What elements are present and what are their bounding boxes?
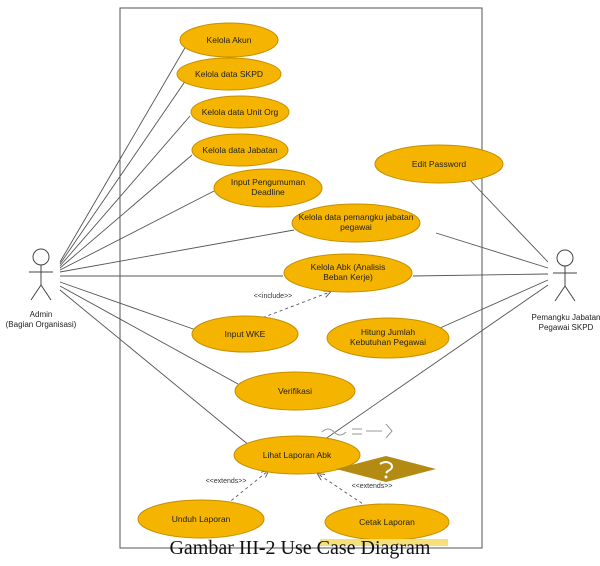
actor-pegawai <box>553 249 577 302</box>
svg-text:Kelola data Unit Org: Kelola data Unit Org <box>202 107 279 117</box>
svg-text:Cetak Laporan: Cetak Laporan <box>359 517 415 527</box>
svg-text:Deadline: Deadline <box>251 187 285 197</box>
use-case-edit-password: Edit Password <box>374 144 504 184</box>
svg-text:Kelola data SKPD: Kelola data SKPD <box>195 69 263 79</box>
extends-stereotype-right: <<extends>> <box>352 483 393 490</box>
use-case-kelola-akun: Kelola Akun <box>179 22 279 58</box>
svg-text:pegawai: pegawai <box>340 222 372 232</box>
actor-pegawai-name: Pemangku Jabatan <box>532 313 600 322</box>
svg-text:Kelola Abk (Analisis: Kelola Abk (Analisis <box>311 262 386 272</box>
use-case-unduh-laporan: Unduh Laporan <box>137 499 265 539</box>
svg-text:Kebutuhan Pegawai: Kebutuhan Pegawai <box>350 337 426 347</box>
svg-text:Input WKE: Input WKE <box>225 329 266 339</box>
admin-associations <box>59 45 295 447</box>
pegawai-associations <box>317 175 549 445</box>
use-case-kelola-data-jabatan: Kelola data Jabatan <box>191 133 289 167</box>
actor-admin-role: (Bagian Organisasi) <box>6 320 77 329</box>
figure-caption: Gambar III-2 Use Case Diagram <box>169 537 431 559</box>
use-case-verifikasi: Verifikasi <box>234 371 356 411</box>
svg-text:Input Pengumuman: Input Pengumuman <box>231 177 305 187</box>
use-case-cetak-laporan: Cetak Laporan <box>324 503 450 541</box>
highlight-strip <box>320 539 448 546</box>
use-case-kelola-data-pemangku-jabatan-pegawai: Kelola data pemangku jabatan pegawai <box>291 203 421 243</box>
svg-text:Edit Password: Edit Password <box>412 159 467 169</box>
svg-text:Hitung Jumlah: Hitung Jumlah <box>361 327 416 337</box>
system-boundary <box>119 7 483 549</box>
svg-text:Lihat Laporan Abk: Lihat Laporan Abk <box>263 450 332 460</box>
use-case-kelola-data-unit-org: Kelola data Unit Org <box>190 95 290 129</box>
scan-artifact-glyph <box>321 423 393 439</box>
use-case-input-pengumuman-deadline: Input Pengumuman Deadline <box>213 168 323 208</box>
svg-text:Kelola Akun: Kelola Akun <box>207 35 252 45</box>
extends-stereotype-left: <<extends>> <box>206 478 247 485</box>
svg-text:Kelola data pemangku jabatan: Kelola data pemangku jabatan <box>299 212 414 222</box>
actor-pegawai-unit: Pegawai SKPD <box>539 323 594 332</box>
svg-text:Unduh Laporan: Unduh Laporan <box>172 514 231 524</box>
use-case-input-wke: Input WKE <box>191 315 299 353</box>
broken-image-icon <box>336 456 436 482</box>
actor-admin-name: Admin <box>30 310 53 319</box>
use-case-kelola-abk: Kelola Abk (Analisis Beban Kerje) <box>283 253 413 293</box>
svg-text:Beban Kerje): Beban Kerje) <box>323 272 373 282</box>
include-stereotype: <<include>> <box>254 293 293 300</box>
use-case-hitung-jumlah-kebutuhan-pegawai: Hitung Jumlah Kebutuhan Pegawai <box>326 317 450 359</box>
use-case-kelola-data-skpd: Kelola data SKPD <box>176 57 282 91</box>
use-case-lihat-laporan-abk: Lihat Laporan Abk <box>233 435 361 475</box>
svg-text:Kelola data Jabatan: Kelola data Jabatan <box>202 145 277 155</box>
svg-text:Verifikasi: Verifikasi <box>278 386 312 396</box>
actor-admin <box>29 248 53 301</box>
